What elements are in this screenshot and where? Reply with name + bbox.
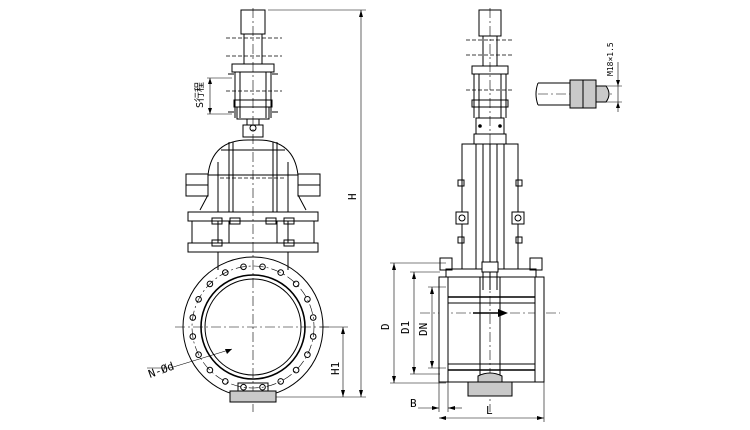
stroke-label: S行程 <box>193 82 206 108</box>
bolt-hole <box>277 269 285 276</box>
body-flange-left <box>438 276 449 383</box>
detail-thread-end <box>595 85 610 103</box>
diameter-d-label: D <box>379 323 392 330</box>
thread-size-label: M18×1.5 <box>606 42 615 76</box>
h1-label: H1 <box>329 362 342 375</box>
body-flange-right <box>534 276 545 383</box>
bonnet-wall-right <box>503 143 519 270</box>
side-view: D D1 DN B L <box>379 8 560 422</box>
bolt-hole <box>309 333 317 340</box>
bolt-hole <box>292 366 300 374</box>
bolt-hole <box>240 383 247 391</box>
bolt-hole <box>206 280 214 288</box>
bolt-hole <box>195 296 202 303</box>
bottom-cap-side <box>467 381 513 397</box>
bolt-hole <box>189 314 197 321</box>
stem-nut-upper <box>231 63 275 73</box>
bolt-count-label: N-Ød <box>147 360 176 381</box>
height-label: H <box>346 193 359 200</box>
bonnet-wall-left <box>461 143 477 270</box>
bolt-hole <box>277 378 285 385</box>
bolt-hole <box>222 269 229 276</box>
bottom-cap-front <box>229 390 277 403</box>
stem-end-detail: M18×1.5 <box>535 42 622 112</box>
bolt-hole <box>206 366 214 374</box>
bolt-hole <box>304 296 311 303</box>
bolt-hole <box>195 351 202 359</box>
bolt-hole <box>189 333 197 340</box>
bolt-hole <box>309 314 317 321</box>
diameter-d1-label: D1 <box>399 321 412 334</box>
front-view: S行程 <box>147 8 366 412</box>
length-l-label: L <box>486 404 493 417</box>
bolt-hole <box>222 378 229 385</box>
nominal-diameter-label: DN <box>417 323 430 336</box>
bolt-hole <box>240 263 247 271</box>
bolt-hole <box>259 263 266 271</box>
bolt-hole <box>259 383 266 391</box>
bonnet-flange-lower <box>187 242 319 253</box>
bolt-hole <box>292 280 300 288</box>
bonnet-dome <box>207 139 299 176</box>
bolt-hole <box>304 351 311 359</box>
bolt-holes <box>189 263 317 391</box>
thickness-b-label: B <box>410 397 417 410</box>
